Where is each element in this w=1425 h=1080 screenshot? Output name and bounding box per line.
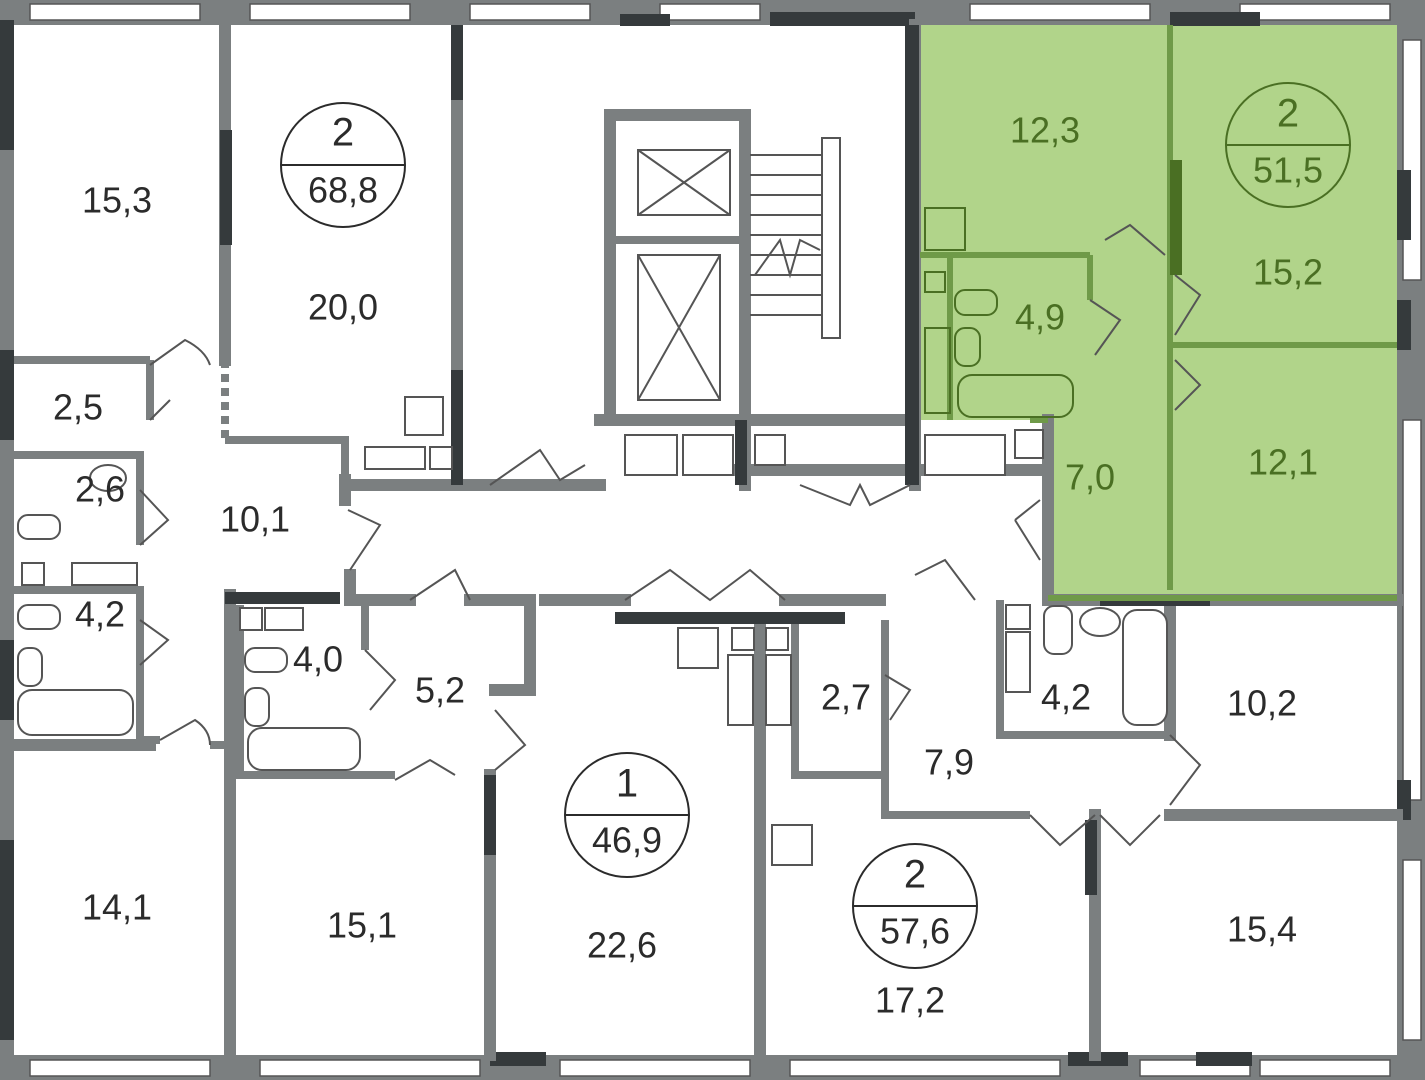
room-area: 15,1 — [327, 905, 397, 946]
room-area: 15,2 — [1253, 252, 1323, 293]
room-area: 15,3 — [82, 180, 152, 221]
room-area: 20,0 — [308, 287, 378, 328]
apartment-rooms: 1 — [616, 762, 638, 806]
room-area: 2,7 — [821, 677, 871, 718]
apartment-area: 57,6 — [880, 911, 950, 952]
room-area: 10,2 — [1227, 683, 1297, 724]
room-area: 7,9 — [924, 742, 974, 783]
room-area: 12,3 — [1010, 110, 1080, 151]
room-area: 2,5 — [53, 387, 103, 428]
room-area: 4,9 — [1015, 297, 1065, 338]
apartment-badge[interactable]: 1 46,9 — [564, 752, 690, 878]
room-labels: 15,3 20,0 2,5 2,6 10,1 4,2 14,1 12,3 15,… — [53, 110, 1323, 1021]
room-area: 7,0 — [1065, 457, 1115, 498]
room-area: 12,1 — [1248, 442, 1318, 483]
room-area: 2,6 — [75, 469, 125, 510]
room-area: 4,2 — [1041, 677, 1091, 718]
apartment-badge[interactable]: 2 57,6 — [852, 843, 978, 969]
staircase — [637, 137, 841, 401]
apartment-area: 46,9 — [592, 820, 662, 861]
selected-apartment-walls — [920, 25, 1397, 601]
room-area: 4,2 — [75, 594, 125, 635]
apartment-badge-selected[interactable]: 2 51,5 — [1225, 82, 1351, 208]
room-area: 22,6 — [587, 925, 657, 966]
apartment-rooms: 2 — [332, 111, 354, 155]
apartment-badge[interactable]: 2 68,8 — [280, 102, 406, 228]
room-area: 17,2 — [875, 980, 945, 1021]
room-area: 5,2 — [415, 670, 465, 711]
plumbing-fixtures — [17, 396, 1168, 866]
selected-apartment-wall-dark — [1170, 160, 1182, 275]
room-area: 15,4 — [1227, 909, 1297, 950]
room-area: 14,1 — [82, 887, 152, 928]
doors — [139, 223, 1202, 847]
room-area: 4,0 — [293, 639, 343, 680]
apartment-area: 68,8 — [308, 170, 378, 211]
apartment-rooms: 2 — [904, 853, 926, 897]
selected-apartment-area[interactable] — [920, 25, 1397, 597]
apartment-rooms: 2 — [1277, 92, 1299, 136]
apartment-area: 51,5 — [1253, 150, 1323, 191]
room-area: 10,1 — [220, 499, 290, 540]
selected-fixtures — [924, 207, 1074, 418]
